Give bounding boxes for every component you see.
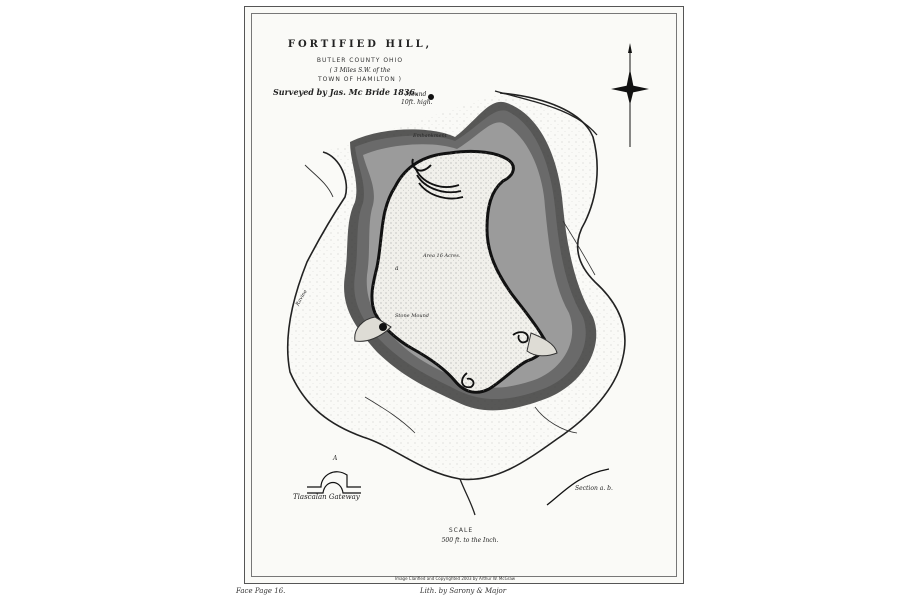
mound-label: Mound xyxy=(405,91,427,98)
map-plate: FORTIFIED HILL, BUTLER COUNTY OHIO ( 3 M… xyxy=(244,6,684,584)
stone-mound-label: Stone Mound xyxy=(395,313,429,319)
scale-value: 500 ft. to the Inch. xyxy=(441,537,499,544)
subtitle-location: ( 3 Miles S.W. of the xyxy=(329,67,391,74)
spur-left xyxy=(354,316,392,342)
stone-mound xyxy=(379,323,387,331)
gateway-east xyxy=(512,331,529,344)
subtitle-town: TOWN OF HAMILTON ) xyxy=(318,76,402,83)
compass-rose-icon xyxy=(611,43,649,147)
copyright-notice: Image Clarified and Copyrighted 2003 by … xyxy=(395,576,516,581)
subtitle-county: BUTLER COUNTY OHIO xyxy=(316,57,404,64)
section-mark-label: a xyxy=(395,265,399,272)
embankment-label: Embankment xyxy=(413,133,447,139)
mound-height-label: 10ft. high. xyxy=(401,99,433,106)
section-profile xyxy=(546,468,610,506)
gateway-mark-label: A xyxy=(333,455,338,462)
plate-border xyxy=(251,13,677,577)
scale-heading: SCALE xyxy=(448,527,474,534)
map-title: FORTIFIED HILL, xyxy=(287,39,433,50)
hill-map xyxy=(286,43,649,516)
area-label: Area 16 Acres. xyxy=(423,253,461,259)
gateway-label: Tlascalan Gateway xyxy=(293,493,360,501)
section-label: Section a. b. xyxy=(575,485,613,492)
page-reference: Face Page 16. xyxy=(236,587,286,595)
gateway-south xyxy=(461,372,475,389)
lithographer-credit: Lith. by Sarony & Major xyxy=(420,587,507,595)
gateway-top xyxy=(414,166,460,188)
mound xyxy=(428,94,434,100)
gateway-diagram xyxy=(307,471,361,494)
spur-right xyxy=(526,332,558,357)
surveyor-credit: Surveyed by Jas. Mc Bride 1836. xyxy=(273,87,418,97)
right-creek xyxy=(494,90,598,136)
